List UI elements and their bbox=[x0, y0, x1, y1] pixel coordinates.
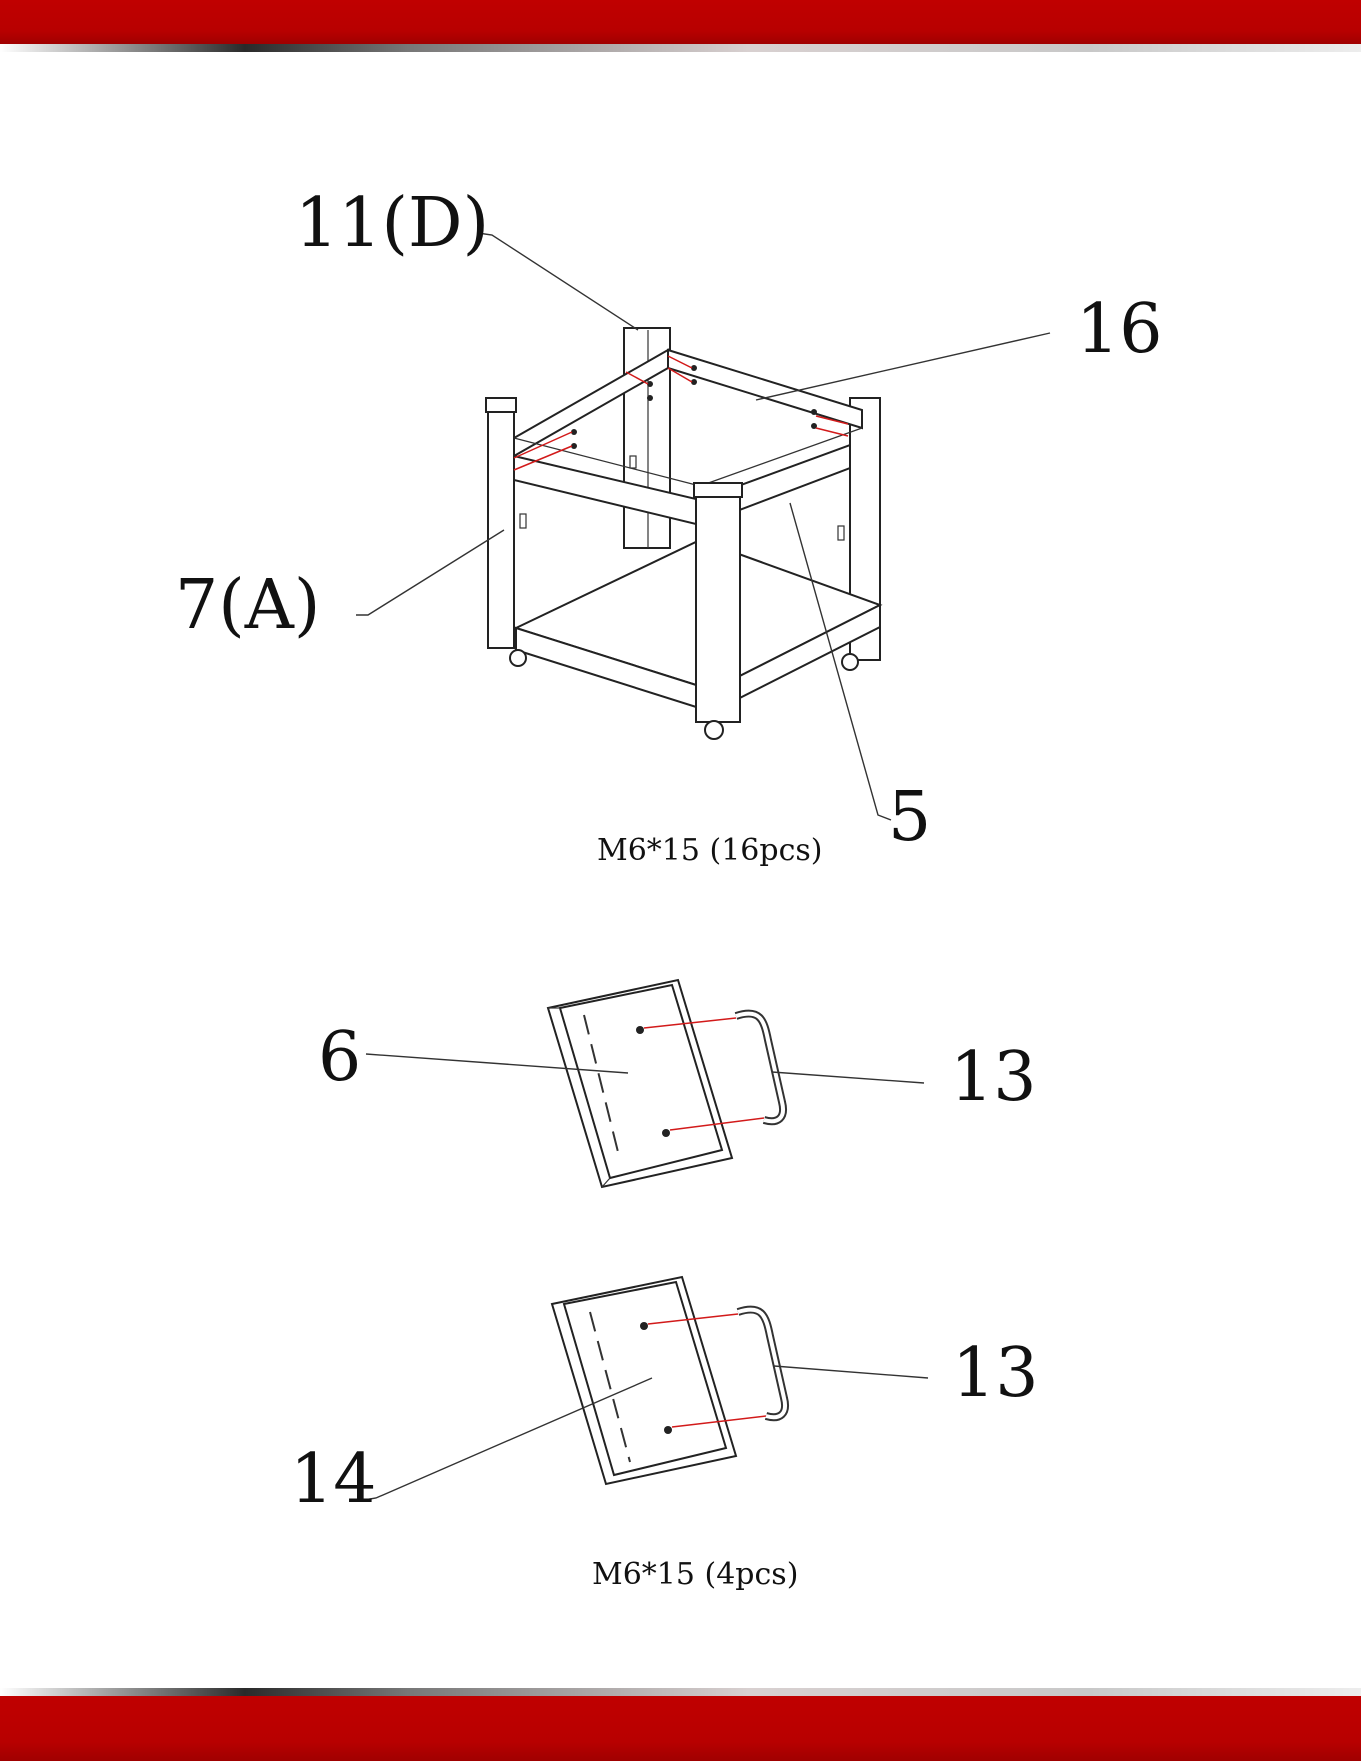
leader-13-lower bbox=[774, 1366, 928, 1378]
callout-14: 14 bbox=[290, 1440, 377, 1519]
caster bbox=[510, 650, 526, 666]
door-14 bbox=[552, 1277, 766, 1484]
callout-6: 6 bbox=[318, 1018, 361, 1097]
caption-section3: M6*15 (4pcs) bbox=[592, 1557, 798, 1592]
leader-13-upper bbox=[772, 1072, 924, 1083]
front-left-post bbox=[488, 402, 514, 648]
callout-13-lower: 13 bbox=[952, 1334, 1039, 1413]
door-6 bbox=[548, 980, 764, 1187]
front-right-post bbox=[696, 490, 740, 722]
caption-section1: M6*15 (16pcs) bbox=[597, 833, 823, 868]
back-rail bbox=[668, 350, 862, 428]
leader-7a bbox=[356, 530, 504, 615]
leader-11d bbox=[478, 233, 638, 330]
callout-11d: 11(D) bbox=[295, 184, 489, 263]
cart-frame bbox=[486, 328, 880, 739]
front-rail bbox=[514, 445, 850, 525]
leader-16 bbox=[756, 333, 1050, 400]
callout-13-upper: 13 bbox=[950, 1038, 1037, 1117]
callout-7a: 7(A) bbox=[175, 566, 320, 645]
callout-16: 16 bbox=[1076, 290, 1163, 369]
caster bbox=[842, 654, 858, 670]
callout-5: 5 bbox=[888, 778, 931, 857]
caster bbox=[705, 721, 723, 739]
